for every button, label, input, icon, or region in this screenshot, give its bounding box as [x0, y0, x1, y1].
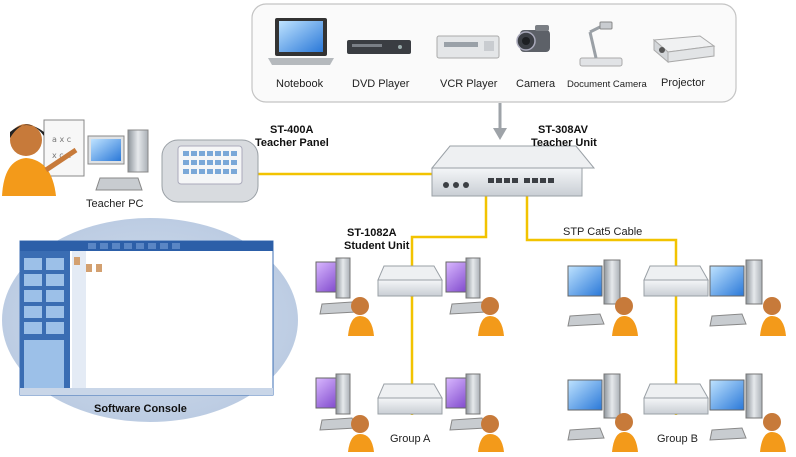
- camera-device: [516, 25, 550, 52]
- teacher-unit-device: [430, 145, 596, 197]
- group-a-workstations: [315, 257, 504, 452]
- teacher-figure: a x c x c x: [2, 119, 85, 196]
- group-b-workstations: [567, 259, 786, 452]
- projector-device: [652, 35, 716, 64]
- software-console-label: Software Console: [94, 403, 187, 415]
- teacher-unit-model: ST-308AV: [538, 124, 588, 136]
- document-camera-label: Document Camera: [567, 79, 647, 90]
- group-a-label: Group A: [390, 433, 431, 445]
- teacher-pc-label: Teacher PC: [86, 198, 144, 210]
- student-unit-model: ST-1082A: [347, 227, 397, 239]
- document-camera-device: [579, 21, 623, 67]
- teacher-panel-model: ST-400A: [270, 124, 314, 136]
- software-console-screenshot: [19, 240, 274, 396]
- svg-text:x c x: x c x: [52, 151, 71, 160]
- notebook-label: Notebook: [276, 78, 324, 90]
- teacher-pc: [87, 129, 149, 191]
- camera-label: Camera: [516, 78, 556, 90]
- dvd-player-label: DVD Player: [352, 78, 410, 90]
- student-unit-name: Student Unit: [344, 240, 410, 252]
- cable-label: STP Cat5 Cable: [563, 226, 643, 238]
- group-b-label: Group B: [657, 433, 698, 445]
- svg-text:a x c: a x c: [52, 135, 71, 144]
- vcr-player-device: [436, 35, 500, 59]
- cat5-cables: [252, 172, 678, 415]
- teacher-panel-device: [161, 139, 259, 203]
- teacher-panel-name: Teacher Panel: [255, 137, 329, 149]
- teacher-unit-name: Teacher Unit: [531, 137, 597, 149]
- projector-label: Projector: [661, 77, 706, 89]
- dvd-player-device: [347, 40, 411, 54]
- vcr-player-label: VCR Player: [440, 78, 498, 90]
- notebook-device: [268, 18, 334, 65]
